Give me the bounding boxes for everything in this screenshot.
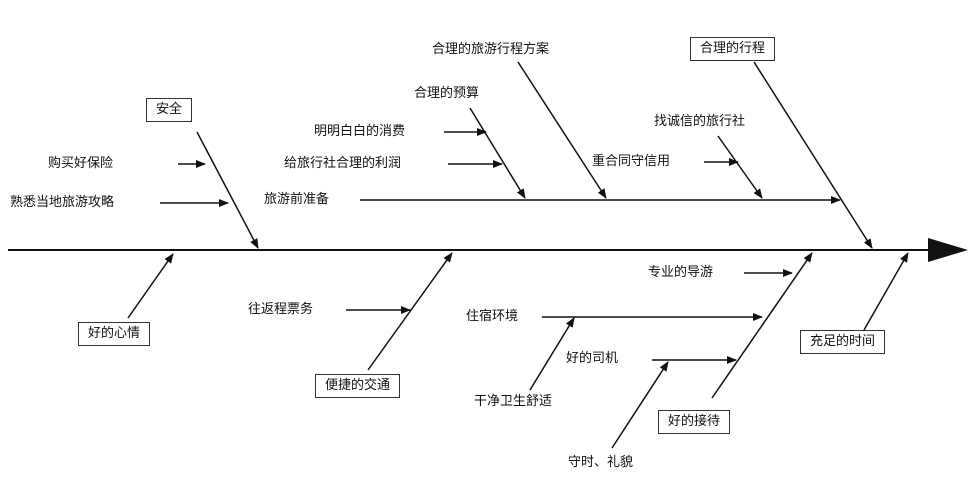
cause-pro-guide: 专业的导游 [648, 265, 714, 280]
bone-itinerary [753, 61, 873, 249]
cause-lodging: 住宿环境 [466, 309, 519, 324]
cause-driver: 好的司机 [566, 351, 619, 366]
cause-punctual: 守时、礼貌 [568, 455, 634, 470]
category-box-mood: 好的心情 [78, 322, 151, 346]
cause-honest-agency: 找诚信的旅行社 [654, 114, 746, 129]
cause-preparation: 旅游前准备 [264, 192, 330, 207]
bone-safety [196, 131, 259, 249]
cause-clean: 干净卫生舒适 [474, 394, 553, 409]
category-box-time: 充足的时间 [800, 330, 886, 354]
cause-local-guide: 熟悉当地旅游攻略 [10, 195, 115, 210]
bone-reception [711, 252, 813, 399]
category-box-safety: 安全 [146, 98, 193, 122]
bone-mood [127, 253, 174, 319]
bone-transport [367, 252, 453, 371]
bone-honest-agency [717, 135, 763, 199]
spine-arrowhead [928, 238, 968, 262]
cause-budget: 合理的预算 [414, 86, 480, 101]
category-box-itinerary: 合理的行程 [690, 37, 776, 61]
category-box-reception: 好的接待 [658, 410, 731, 434]
bone-punctual [611, 361, 669, 449]
cause-tickets: 往返程票务 [248, 302, 314, 317]
bone-clean [529, 317, 575, 391]
category-box-transport: 便捷的交通 [315, 374, 401, 398]
bone-time [863, 252, 909, 331]
cause-clear-spending: 明明白白的消费 [314, 124, 406, 139]
cause-agency-profit: 给旅行社合理的利润 [284, 156, 402, 171]
cause-insurance: 购买好保险 [48, 156, 114, 171]
bone-budget [469, 107, 526, 199]
cause-plan: 合理的旅游行程方案 [432, 42, 550, 57]
bone-plan [517, 61, 607, 199]
cause-contract: 重合同守信用 [592, 154, 671, 169]
